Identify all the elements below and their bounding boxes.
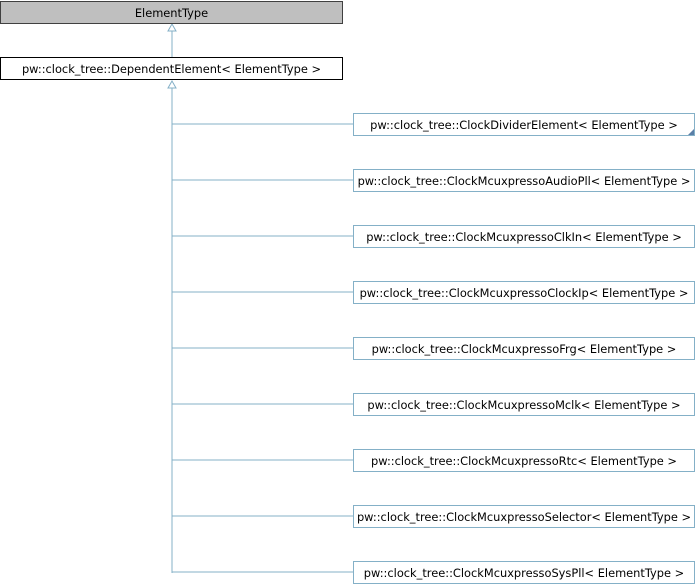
class-node-element-type[interactable]: ElementType [0,1,343,24]
class-node-label: pw::clock_tree::ClockMcuxpressoFrg< Elem… [371,341,677,356]
class-node-clock-mcuxpresso-mclk[interactable]: pw::clock_tree::ClockMcuxpressoMclk< Ele… [353,393,695,416]
class-node-label: pw::clock_tree::ClockMcuxpressoMclk< Ele… [367,397,681,412]
edge-arrowhead-root [167,22,177,32]
class-node-label: pw::clock_tree::ClockMcuxpressoClkIn< El… [366,229,682,244]
class-node-label: pw::clock_tree::DependentElement< Elemen… [21,61,322,76]
class-node-label: pw::clock_tree::ClockMcuxpressoSysPll< E… [363,565,685,580]
class-node-label: pw::clock_tree::ClockDividerElement< Ele… [370,117,678,132]
class-node-label: pw::clock_tree::ClockMcuxpressoSelector<… [356,509,692,524]
edge-arrowhead-main [167,79,177,89]
class-node-clock-mcuxpresso-selector[interactable]: pw::clock_tree::ClockMcuxpressoSelector<… [353,505,695,528]
class-node-clock-mcuxpresso-clock-ip[interactable]: pw::clock_tree::ClockMcuxpressoClockIp< … [353,281,695,304]
class-node-label: pw::clock_tree::ClockMcuxpressoAudioPll<… [357,173,691,188]
class-node-clock-mcuxpresso-clk-in[interactable]: pw::clock_tree::ClockMcuxpressoClkIn< El… [353,225,695,248]
class-node-label: pw::clock_tree::ClockMcuxpressoClockIp< … [359,285,689,300]
class-node-label: ElementType [134,5,209,20]
class-node-label: pw::clock_tree::ClockMcuxpressoRtc< Elem… [371,453,677,468]
folded-node-corner-icon [688,129,694,135]
class-node-clock-mcuxpresso-frg[interactable]: pw::clock_tree::ClockMcuxpressoFrg< Elem… [353,337,695,360]
class-node-clock-divider-element[interactable]: pw::clock_tree::ClockDividerElement< Ele… [353,113,695,136]
class-node-clock-mcuxpresso-rtc[interactable]: pw::clock_tree::ClockMcuxpressoRtc< Elem… [353,449,695,472]
class-node-dependent-element[interactable]: pw::clock_tree::DependentElement< Elemen… [0,57,343,80]
class-node-clock-mcuxpresso-audio-pll[interactable]: pw::clock_tree::ClockMcuxpressoAudioPll<… [353,169,695,192]
class-node-clock-mcuxpresso-sys-pll[interactable]: pw::clock_tree::ClockMcuxpressoSysPll< E… [353,561,695,584]
